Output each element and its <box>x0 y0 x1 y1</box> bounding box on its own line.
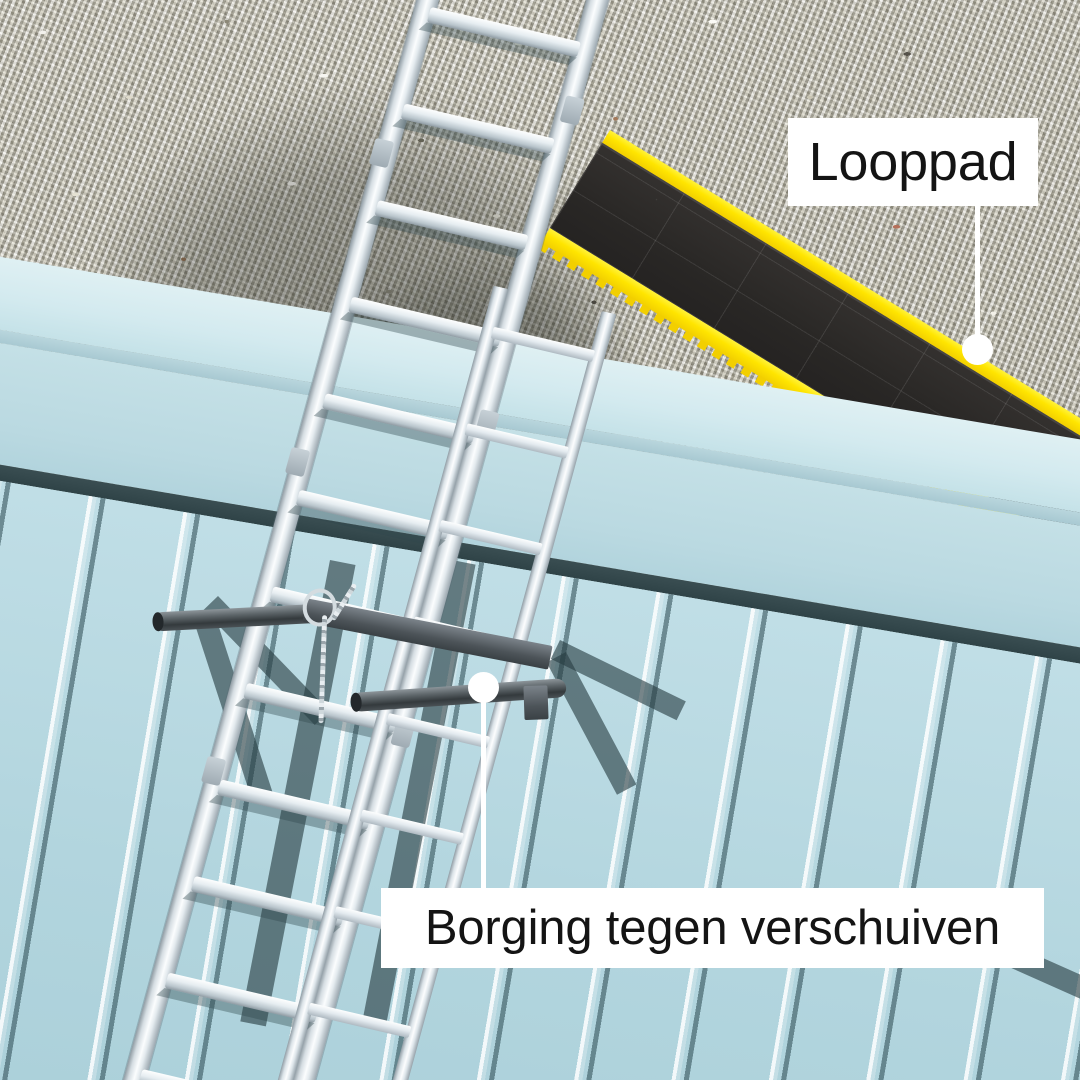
leader-dot-borging <box>468 672 499 703</box>
ladder-fly-rung <box>307 1002 412 1039</box>
ladder-rung <box>426 6 581 58</box>
ladder-fly-rung <box>359 809 464 845</box>
callout-label-looppad: Looppad <box>788 118 1038 206</box>
leader-dot-looppad <box>962 334 993 365</box>
ladder-fly-rung <box>464 423 569 459</box>
ladder-fly-rung <box>438 519 543 556</box>
ladder-rung <box>374 200 529 251</box>
ladder-fly-rung <box>490 326 596 363</box>
leader-line-borging <box>481 695 486 891</box>
callout-borging-text: Borging tegen verschuiven <box>424 901 1001 955</box>
ladder-rung <box>138 1069 293 1080</box>
callout-looppad-text: Looppad <box>808 132 1018 192</box>
leader-line-looppad <box>975 200 980 355</box>
callout-label-borging: Borging tegen verschuiven <box>381 888 1044 968</box>
bracket-end-plate <box>523 685 549 721</box>
ladder-rung <box>400 103 555 155</box>
chain-link-strand <box>318 615 328 724</box>
